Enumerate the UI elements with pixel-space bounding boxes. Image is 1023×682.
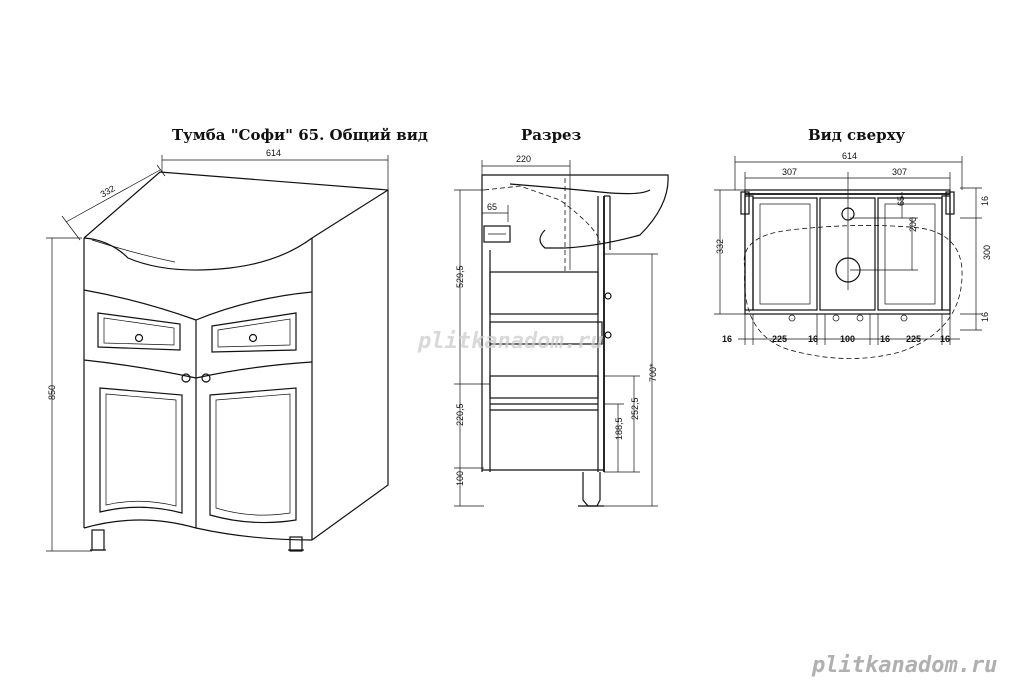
tv-depth-label: 332 — [715, 239, 725, 254]
section-view: 220 65 — [454, 154, 669, 507]
general-view-title: Тумба "Софи" 65. Общий вид — [172, 126, 428, 144]
sec-upper-label: 529,5 — [455, 265, 465, 288]
sec-legs-label: 100 — [455, 471, 465, 486]
tv-b5-label: 16 — [880, 334, 890, 344]
tv-v2-label: 200 — [908, 217, 918, 232]
tv-b1-label: 16 — [722, 334, 732, 344]
gv-height-label: 850 — [47, 385, 57, 400]
tv-b2-label: 225 — [772, 334, 787, 344]
tv-half-left-label: 307 — [782, 167, 797, 177]
tv-b3-label: 16 — [808, 334, 818, 344]
sec-offset-label: 65 — [487, 202, 497, 212]
tv-half-right-label: 307 — [892, 167, 907, 177]
tv-r2-label: 300 — [982, 245, 992, 260]
tv-r1-label: 16 — [980, 196, 990, 206]
section-title: Разрез — [521, 126, 581, 144]
tv-b7-label: 16 — [940, 334, 950, 344]
sec-d2-label: 252,5 — [630, 397, 640, 420]
sec-middle-label: 220,5 — [455, 403, 465, 426]
top-view-title: Вид сверху — [808, 126, 906, 144]
top-view: 614 307 307 332 16 300 16 65 200 — [714, 151, 992, 359]
tv-v1-label: 65 — [896, 196, 906, 206]
gv-width-label: 614 — [266, 148, 281, 158]
tv-r3-label: 16 — [980, 312, 990, 322]
tv-b4-label: 100 — [840, 334, 855, 344]
tv-b6-label: 225 — [906, 334, 921, 344]
corner-watermark: plitkanadom.ru — [811, 653, 997, 678]
gv-depth-label: 332 — [99, 183, 117, 199]
general-view: 614 332 850 — [46, 148, 389, 552]
sec-d1-label: 188,5 — [614, 417, 624, 440]
center-watermark: plitkanadom.ru — [417, 329, 603, 354]
sec-top-width-label: 220 — [516, 154, 531, 164]
sec-d3-label: 700* — [648, 363, 658, 382]
tv-total-label: 614 — [842, 151, 857, 161]
